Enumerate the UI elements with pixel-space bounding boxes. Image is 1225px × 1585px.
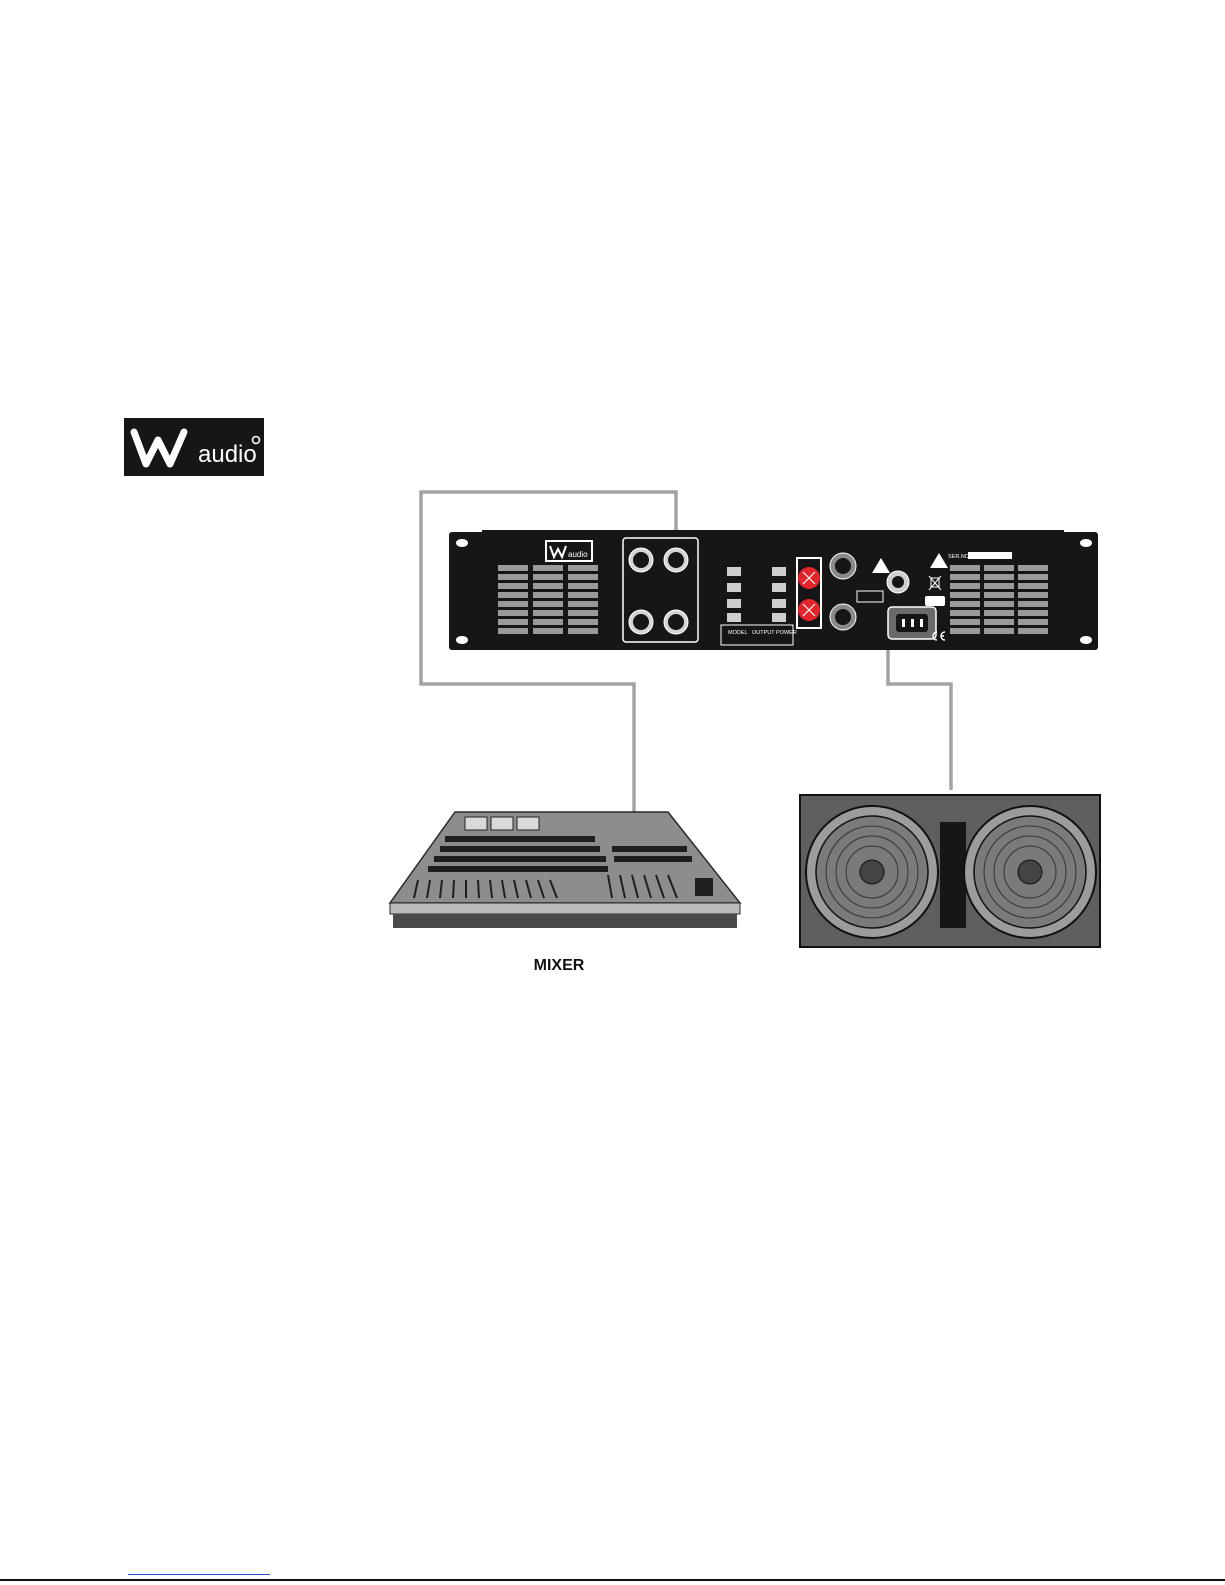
amplifier-rear-panel: audio MODEL OUTPUT POWER (449, 530, 1098, 650)
power-inlet-icon (888, 607, 936, 639)
fuse-holder-icon (887, 571, 909, 593)
xlr-input-ch2-link-icon (664, 610, 688, 634)
mixer-transport-buttons (695, 878, 713, 896)
woofer-left-icon (806, 806, 938, 938)
serial-label: SER.NO. (948, 554, 971, 560)
speaker-center-port (940, 822, 966, 928)
xlr-input-ch1-icon (629, 548, 653, 572)
serial-plate (968, 552, 1012, 559)
binding-post-red-icon (798, 599, 820, 621)
model-label: MODEL (728, 630, 748, 636)
speakon-output-ch2-icon (830, 604, 856, 630)
panel-logo-icon: audio (545, 540, 593, 562)
footer-rule (0, 1579, 1225, 1581)
woofer-right-icon (964, 806, 1096, 938)
speaker-cabinet (800, 795, 1100, 947)
svg-text:audio: audio (568, 550, 588, 559)
rating-badge (925, 596, 945, 606)
footer-link-underline[interactable] (128, 1574, 270, 1575)
speakon-output-ch1-icon (830, 553, 856, 579)
vu-meter-icon (465, 817, 539, 830)
binding-post-red-icon (798, 567, 820, 589)
xlr-input-ch1-link-icon (664, 548, 688, 572)
xlr-input-ch2-icon (629, 610, 653, 634)
mixer-label: MIXER (534, 957, 585, 974)
output-power-label: OUTPUT POWER (752, 630, 797, 636)
mixer-console (390, 812, 740, 928)
